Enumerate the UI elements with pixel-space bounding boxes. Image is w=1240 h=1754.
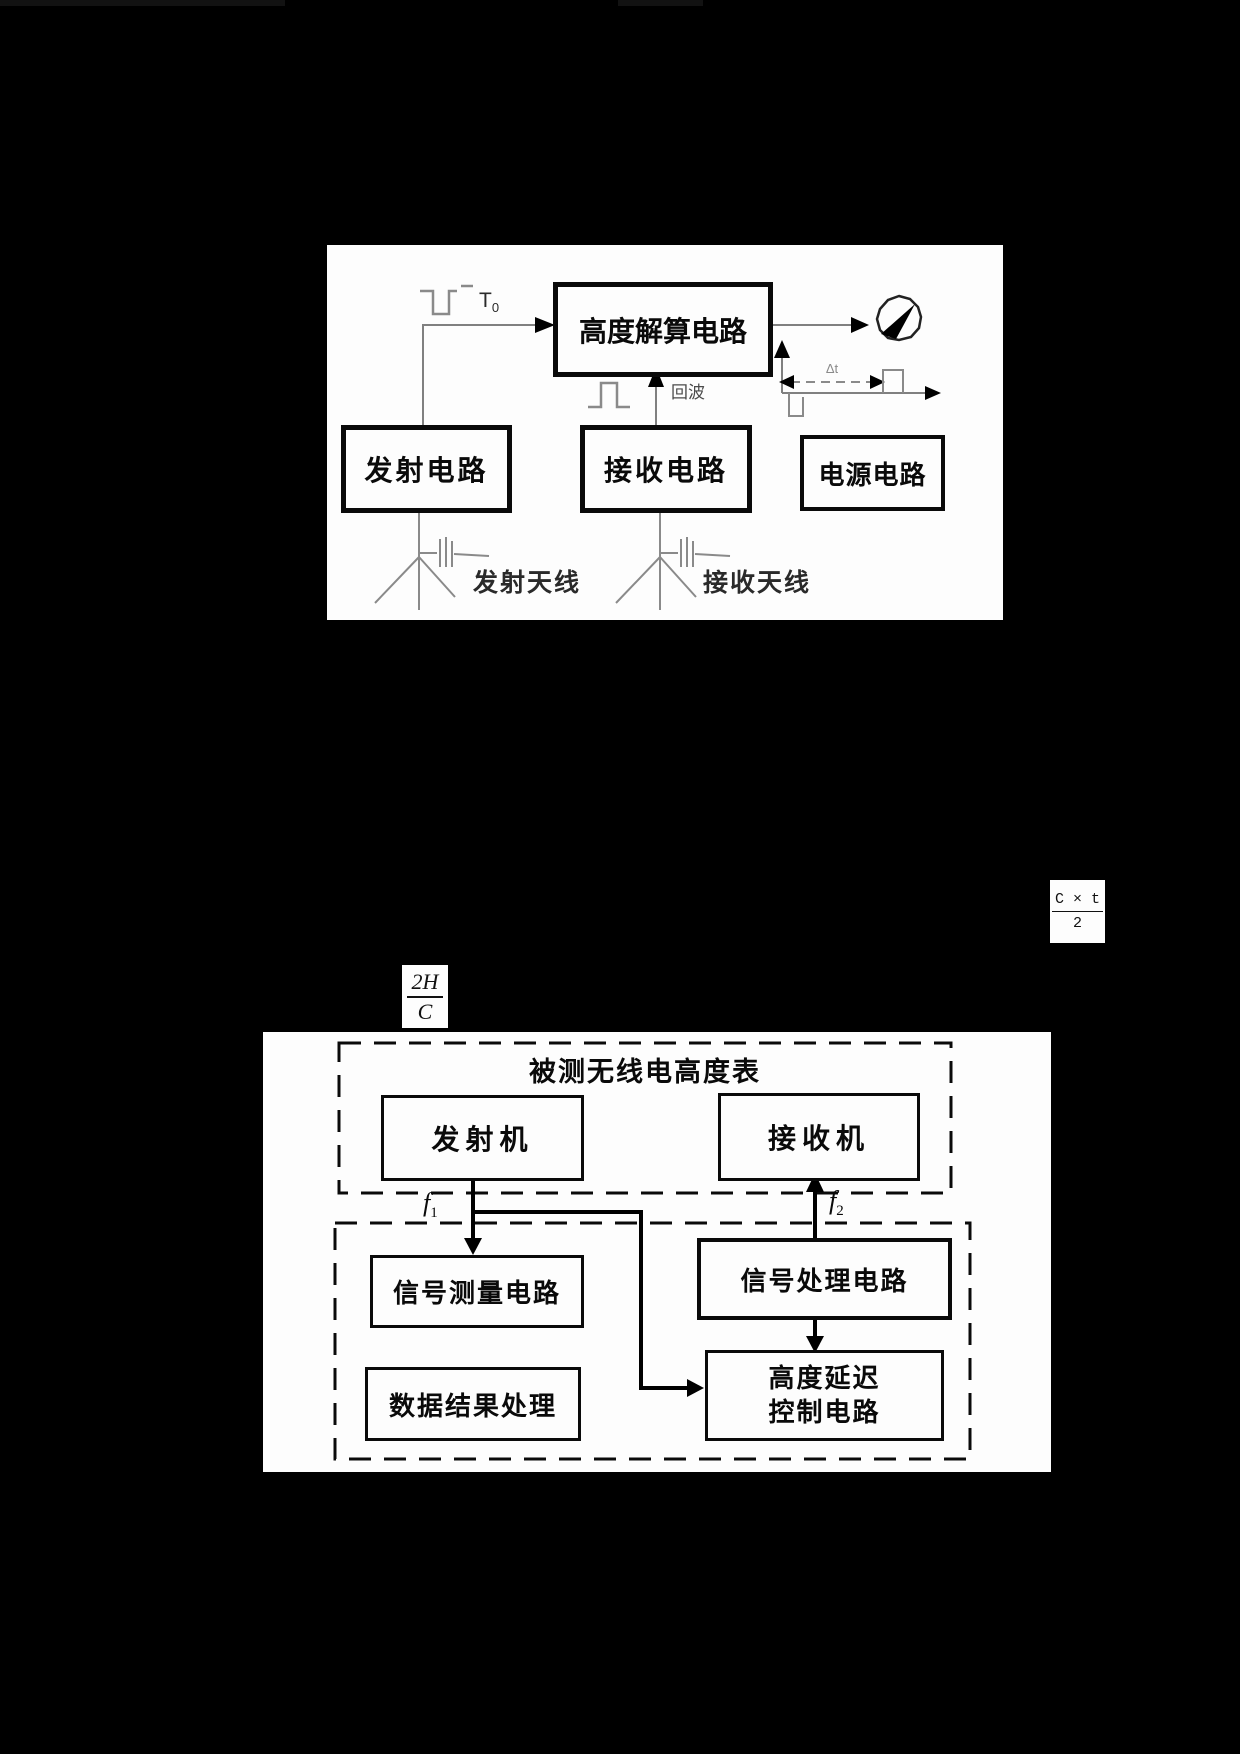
block-data-result-processing-label: 数据结果处理 [388,1391,557,1421]
block-height-delay-control: 高度延迟 控制电路 [705,1350,944,1441]
f1-base: f [423,1188,431,1217]
block-transmit-circuit: 发射电路 [341,425,512,513]
rx-antenna-icon [615,503,731,610]
formula-2hc-numerator: 2H [406,969,444,998]
positive-pulse-icon [588,381,630,409]
block-altitude-solver: 高度解算电路 [553,282,773,377]
figure1-connectors: Δt [374,284,941,610]
block-signal-measurement: 信号测量电路 [370,1255,584,1328]
block-transmitter: 发射机 [381,1095,584,1181]
echo-label: 回波 [671,383,705,402]
scan-artifact [618,0,703,6]
time-axis-plot-icon: Δt [774,340,941,417]
block-signal-processing: 信号处理电路 [697,1238,952,1320]
block-data-result-processing: 数据结果处理 [365,1367,581,1441]
scan-artifact [0,0,285,6]
block-altitude-solver-label: 高度解算电路 [578,316,747,348]
t0-base: T [479,289,492,312]
formula-2h-over-c: 2H C [402,965,448,1028]
negative-pulse-icon [420,284,473,316]
rx-antenna-label: 接收天线 [703,570,812,597]
block-receive-circuit: 接收电路 [580,425,752,513]
block-power-circuit: 电源电路 [800,435,945,511]
f2-label: f2 [829,1186,844,1220]
figure-test-system: 被测无线电高度表 发射机 接收机 信号测量电路 数据结果处理 信号处理电路 高度… [263,1032,1051,1472]
t0-signal-label: T0 [479,289,499,315]
f1-label: f1 [423,1188,438,1222]
block-signal-processing-label: 信号处理电路 [740,1266,909,1296]
figure2-title: 被测无线电高度表 [529,1057,761,1087]
t0-sub: 0 [491,300,500,316]
formula-2hc-denominator: C [417,998,433,1024]
formula-ct2-numerator: C × t [1051,891,1103,912]
dashed-box-test-equipment [333,1221,972,1461]
f1-sub: 1 [430,1205,438,1222]
f2-sub: 2 [836,1203,844,1220]
block-transmit-circuit-label: 发射电路 [364,456,489,487]
tx-antenna-icon [374,503,490,610]
block-receiver: 接收机 [718,1093,920,1181]
formula-ct2-denominator: 2 [1072,915,1082,932]
block-height-delay-line1: 高度延迟 [768,1363,881,1393]
f2-base: f [829,1186,837,1215]
block-receive-circuit-label: 接收电路 [603,456,728,487]
delta-t-label: Δt [826,361,839,376]
block-receiver-label: 接收机 [767,1124,870,1155]
block-height-delay-line2: 控制电路 [768,1397,881,1427]
block-power-circuit-label: 电源电路 [818,460,927,490]
block-transmitter-label: 发射机 [431,1125,534,1156]
tx-antenna-label: 发射天线 [473,570,582,597]
altimeter-dial-icon [875,294,923,342]
formula-c-times-t-over-2: C × t 2 [1050,880,1105,943]
dashed-box-altimeter-under-test [337,1041,953,1195]
block-signal-measurement-label: 信号测量电路 [392,1279,561,1308]
figure-altimeter-principle: Δt 高度解算电路 发射电路 [327,245,1003,620]
